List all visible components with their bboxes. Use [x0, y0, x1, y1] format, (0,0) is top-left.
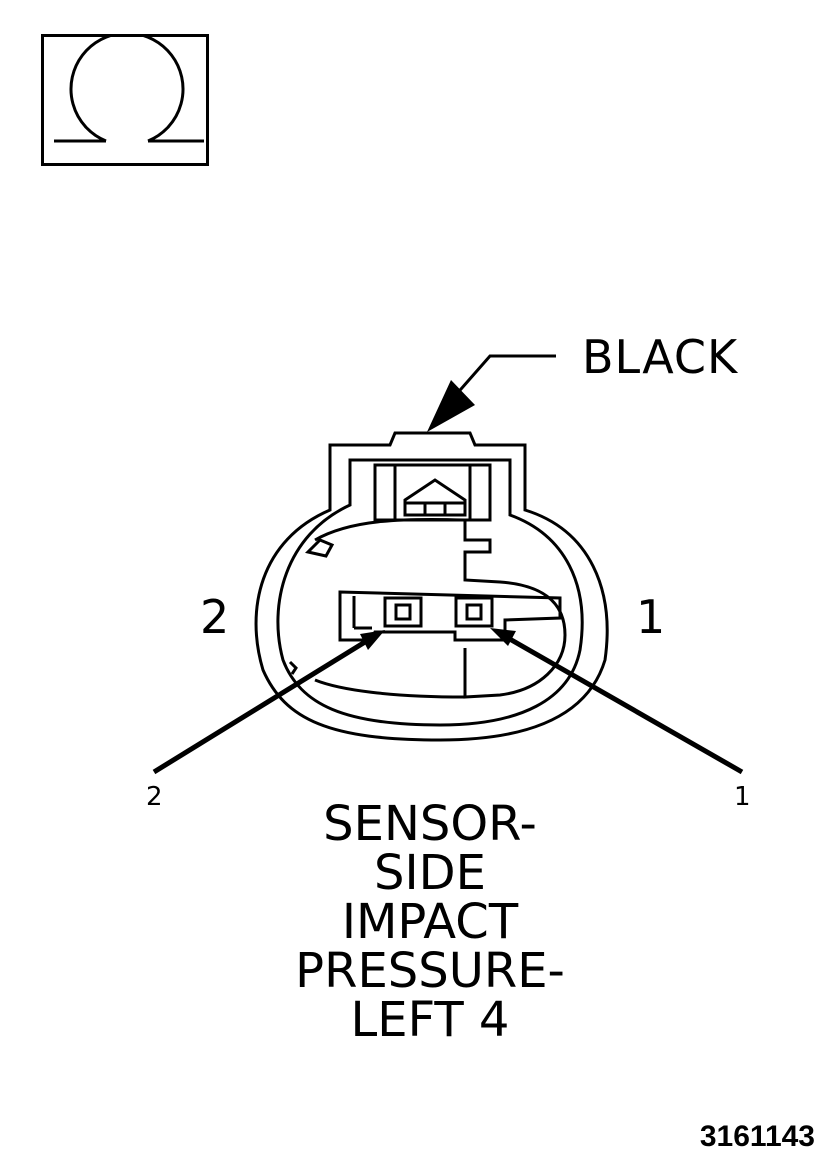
- pin-1-callout-label: 1: [734, 782, 751, 812]
- title-line: SIDE: [374, 845, 486, 901]
- pin-1-leader: [490, 628, 744, 775]
- color-leader-arrow: [427, 354, 556, 432]
- title-line: IMPACT: [341, 894, 519, 950]
- pin-2-leader: [152, 630, 385, 775]
- figure-id: 3161143: [699, 1120, 815, 1153]
- pin-1-terminal: [454, 596, 494, 628]
- ohm-symbol-box: [41, 34, 209, 166]
- title-line: PRESSURE-: [295, 943, 565, 999]
- pin-2-callout-label: 2: [146, 782, 163, 812]
- cavity-1-label: 1: [636, 590, 666, 644]
- connector-color-label: BLACK: [582, 330, 739, 384]
- connector-title: SENSOR- SIDE IMPACT PRESSURE- LEFT 4: [230, 800, 630, 1045]
- cavity-2-label: 2: [200, 590, 230, 644]
- pin-2-terminal: [383, 596, 423, 628]
- connector-housing: [254, 431, 609, 742]
- ohm-icon: [54, 37, 204, 143]
- title-line: LEFT 4: [350, 992, 510, 1048]
- title-line: SENSOR-: [323, 796, 537, 852]
- terminal-block: [338, 590, 562, 642]
